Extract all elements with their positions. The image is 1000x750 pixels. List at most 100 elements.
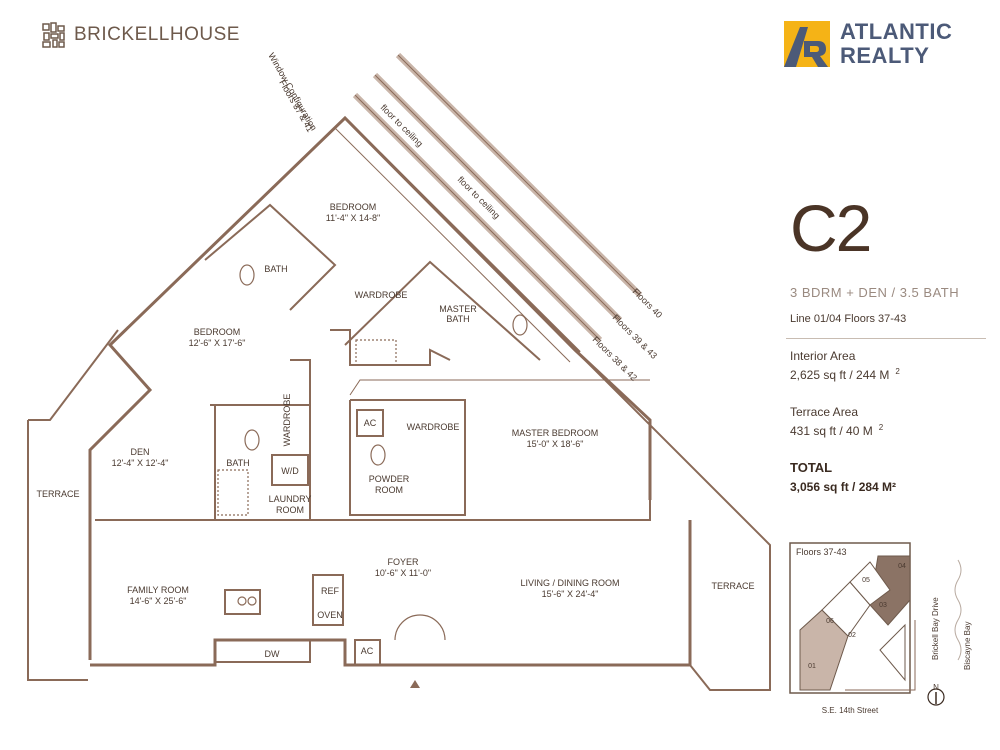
- room-dimension: 15'-0" X 18'-6": [527, 439, 584, 449]
- room-label: WARDROBE: [282, 394, 292, 447]
- room-label: DW: [265, 649, 280, 659]
- water-wave-icon: [954, 559, 962, 661]
- key-unit-03: [849, 561, 891, 606]
- terrace-left-diagonal: [28, 329, 119, 421]
- master-bedroom-top-wall: [349, 379, 650, 396]
- burner-icon: [237, 596, 247, 606]
- room-label: AC: [361, 646, 374, 656]
- window-strip-floor40-edge: [397, 54, 641, 296]
- room-dimension: 12'-4" X 12'-4": [112, 458, 169, 468]
- total-label: TOTAL: [790, 460, 833, 475]
- room-label: DEN: [130, 447, 149, 457]
- brickellhouse-logo: BRICKELLHOUSE: [42, 22, 240, 48]
- terrace-area-text: 431 sq ft / 40 M: [790, 424, 873, 438]
- brickellhouse-wordmark: BRICKELLHOUSE: [74, 24, 240, 45]
- entry-door-swing-icon: [419, 614, 446, 641]
- interior-area-text: 2,625 sq ft / 244 M: [790, 368, 890, 382]
- terrace-left-edge: [27, 420, 88, 681]
- room-label: BEDROOM: [194, 327, 241, 337]
- room-dimension: 12'-6" X 17'-6": [189, 338, 246, 348]
- floors-label: Floors 38 & 42: [591, 334, 639, 382]
- unit-outline-upper: [88, 115, 652, 660]
- key-unit-label: 04: [898, 563, 906, 570]
- bedroom-left-wall: [290, 359, 311, 520]
- kitchen-counter: [214, 639, 311, 663]
- toilet-icon: [239, 264, 255, 286]
- window-strip-floor38-edge: [354, 94, 601, 341]
- key-unit-label: 03: [879, 602, 887, 609]
- room-dimension: 11'-4" X 14-8": [326, 213, 380, 223]
- ac-closet-bottom: [354, 639, 381, 666]
- key-plan: Floors 37-43 01 02 03 04 05 06 S.E. 14th…: [789, 542, 972, 715]
- interior-area-label: Interior Area: [790, 349, 856, 363]
- bath-top-walls: [204, 203, 337, 311]
- street-label: S.E. 14th Street: [822, 706, 879, 715]
- key-unit-label: 05: [862, 577, 870, 584]
- room-label: FAMILY ROOM: [127, 585, 189, 595]
- room-dimension: 14'-6" X 25'-6": [130, 596, 187, 606]
- room-label: FOYER: [387, 557, 419, 567]
- key-plan-title: Floors 37-43: [796, 547, 847, 557]
- facade-line: [344, 117, 581, 353]
- master-bath-walls: [344, 260, 541, 361]
- terrace-area-sup: 2: [878, 423, 884, 432]
- room-label: BATH: [264, 264, 287, 274]
- window-strip-floor39-edge: [374, 74, 621, 321]
- room-label: AC: [364, 418, 377, 428]
- unit-code: C2: [790, 191, 872, 265]
- wardrobe-walls: [330, 329, 451, 366]
- wd-box: [271, 454, 309, 486]
- burner-icon: [247, 596, 257, 606]
- key-plan-lot: [879, 623, 906, 682]
- entry-door-swing-icon: [394, 614, 421, 641]
- room-label: ROOM: [276, 505, 304, 515]
- entry-arrow-icon: [410, 680, 420, 688]
- divider: [786, 338, 986, 339]
- atlantic-realty-mark-icon: [784, 21, 830, 67]
- ref-oven-block: [312, 574, 344, 626]
- toilet-icon: [370, 444, 386, 466]
- shower-icon: [355, 339, 397, 366]
- room-label: POWDER: [369, 474, 410, 484]
- floors-label: Floors 40: [631, 286, 665, 320]
- terrace-area-value: 431 sq ft / 40 M 2: [790, 423, 884, 438]
- room-label: MASTER BEDROOM: [512, 428, 599, 438]
- unit-line-floors: Line 01/04 Floors 37-43: [790, 313, 907, 325]
- room-label: BATH: [446, 314, 469, 324]
- realty-name-line2: REALTY: [840, 43, 930, 68]
- toilet-icon: [244, 429, 260, 451]
- room-label: REF: [321, 586, 340, 596]
- shower-icon: [217, 469, 249, 516]
- room-label: BATH: [226, 458, 249, 468]
- terrace-area-label: Terrace Area: [790, 405, 859, 419]
- north-arrow-icon: [927, 688, 945, 706]
- realty-name-line1: ATLANTIC: [840, 19, 953, 44]
- key-unit-label: 02: [848, 632, 856, 639]
- powder-wardrobe-block: [349, 399, 466, 516]
- key-unit-label: 06: [826, 618, 834, 625]
- water-label: Biscayne Bay: [963, 622, 972, 670]
- room-label: MASTER: [439, 304, 477, 314]
- north-label: N: [933, 683, 939, 692]
- room-label: LAUNDRY: [269, 494, 312, 504]
- key-plan-road: [845, 620, 916, 691]
- room-label: WARDROBE: [407, 422, 460, 432]
- total-value: 3,056 sq ft / 284 M²: [790, 480, 897, 494]
- unit-type: 3 BDRM + DEN / 3.5 BATH: [790, 285, 960, 300]
- room-label: TERRACE: [36, 489, 79, 499]
- room-dimension: 15'-6" X 24'-4": [542, 589, 599, 599]
- terrace-right: [574, 349, 771, 691]
- room-label: BEDROOM: [330, 202, 377, 212]
- room-label: WARDROBE: [355, 290, 408, 300]
- room-label: TERRACE: [711, 581, 754, 591]
- key-unit-01: [799, 609, 849, 691]
- key-unit-label: 01: [808, 663, 816, 670]
- street-label: Brickell Bay Drive: [931, 597, 940, 660]
- interior-area-sup: 2: [895, 367, 900, 376]
- room-dimension: 10'-6" X 11'-0": [375, 568, 431, 578]
- corridor-line: [95, 500, 651, 521]
- room-label: W/D: [281, 466, 299, 476]
- room-label: OVEN: [317, 610, 343, 620]
